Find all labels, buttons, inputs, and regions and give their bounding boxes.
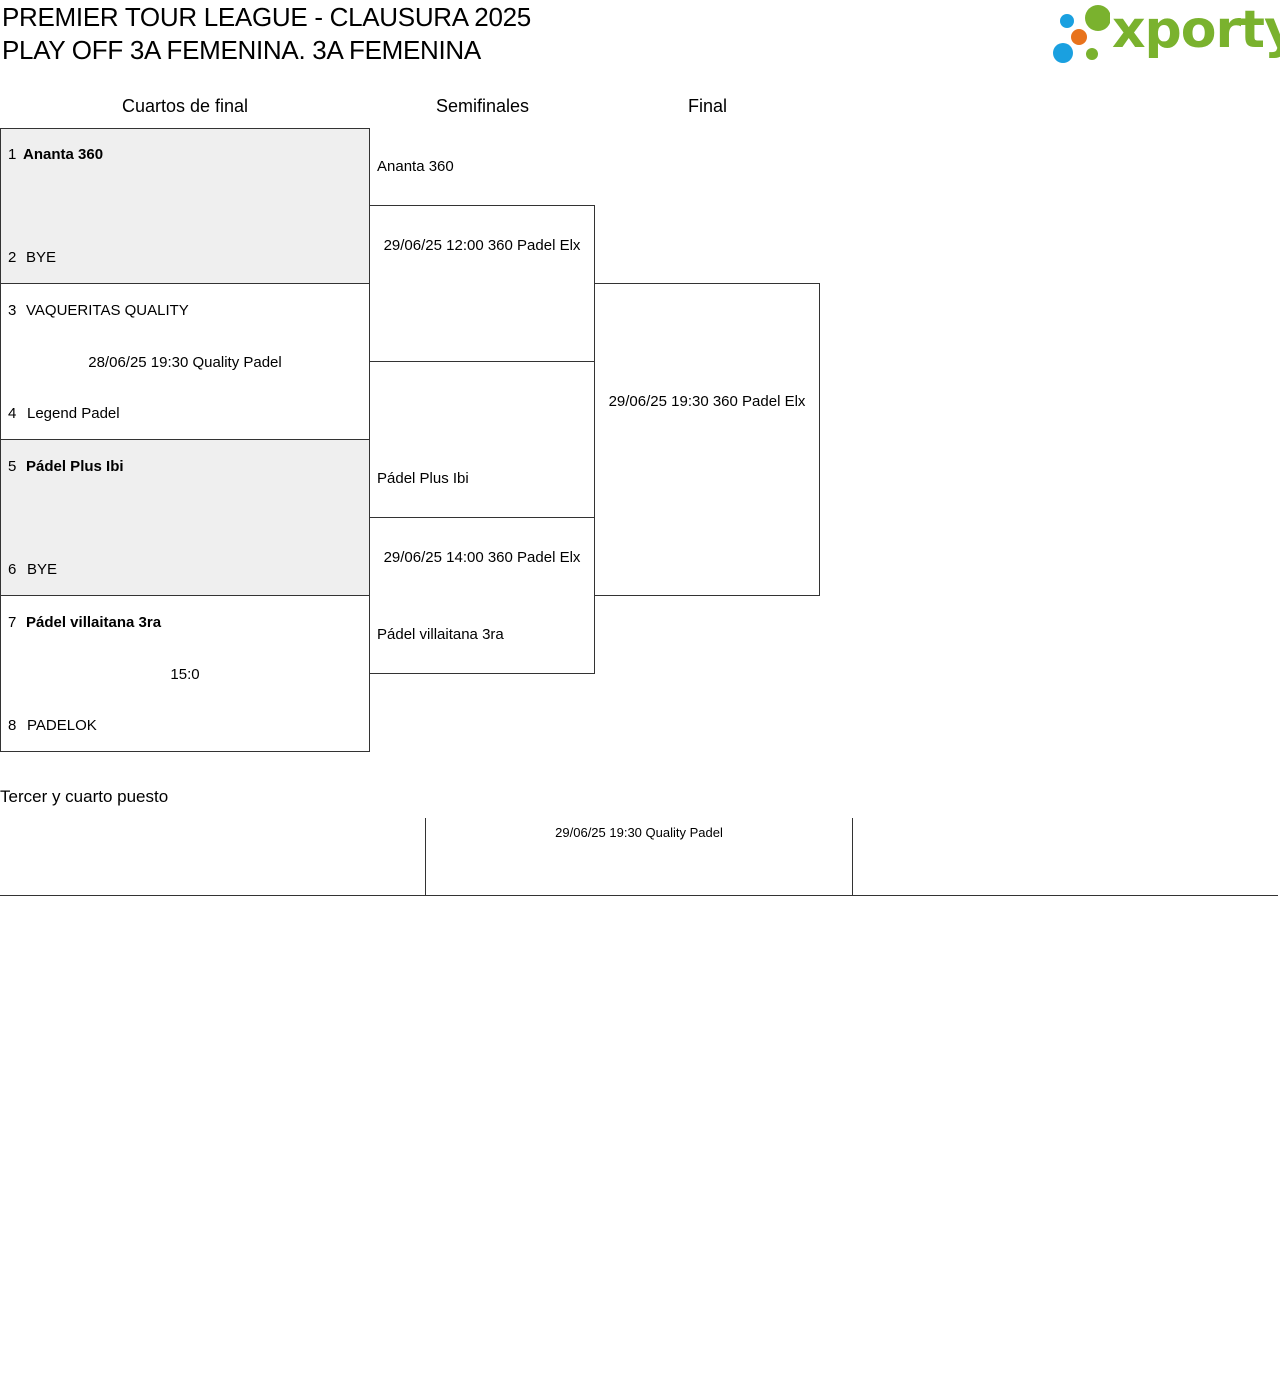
seed-number: 1: [8, 146, 17, 163]
seed-number: 7: [8, 614, 17, 631]
third-place-divider-right: [852, 818, 853, 896]
match-info: 29/06/25 14:00 360 Padel Elx: [383, 549, 581, 566]
page-subtitle: PLAY OFF 3A FEMENINA. 3A FEMENINA: [2, 35, 481, 65]
third-place-title: Tercer y cuarto puesto: [0, 787, 169, 806]
third-place-match-info: 29/06/25 19:30 Quality Padel: [555, 825, 723, 840]
seed-number: 6: [8, 561, 17, 578]
quarterfinal-match-2[interactable]: 3 VAQUERITAS QUALITY 28/06/25 19:30 Qual…: [0, 283, 370, 440]
team-name: VAQUERITAS QUALITY: [26, 302, 189, 319]
quarterfinal-match-4[interactable]: 7 Pádel villaitana 3ra 15:0 8 PADELOK: [0, 595, 370, 752]
team-name: Legend Padel: [27, 405, 120, 422]
semifinal-match-1[interactable]: 29/06/25 12:00 360 Padel Elx: [369, 205, 595, 362]
match-info: 28/06/25 19:30 Quality Padel: [88, 354, 282, 371]
team-name: PADELOK: [27, 717, 97, 734]
third-place-baseline: [0, 895, 1278, 896]
team-name: BYE: [26, 249, 57, 266]
match-score: 15:0: [170, 666, 200, 683]
team-name: Ananta 360: [23, 146, 104, 163]
xporty-logo: xporty: [1050, 0, 1280, 66]
match-info: 29/06/25 19:30 360 Padel Elx: [608, 393, 806, 410]
seed-number: 8: [8, 717, 17, 734]
final-match[interactable]: 29/06/25 19:30 360 Padel Elx: [594, 283, 820, 596]
seed-number: 3: [8, 302, 17, 319]
seed-number: 4: [8, 405, 17, 422]
round-header-quarterfinals: Cuartos de final: [121, 96, 249, 116]
round-header-final: Final: [687, 96, 727, 116]
team-name: Pádel villaitana 3ra: [26, 614, 162, 631]
quarterfinal-match-1[interactable]: 1 Ananta 360 2 BYE: [0, 128, 370, 284]
seed-number: 5: [8, 458, 17, 475]
semifinal-2-team-a: Pádel Plus Ibi: [377, 470, 469, 487]
semifinal-match-2[interactable]: 29/06/25 14:00 360 Padel Elx Pádel villa…: [369, 517, 595, 674]
team-name: Pádel Plus Ibi: [26, 458, 124, 475]
semifinal-2-team-b: Pádel villaitana 3ra: [377, 626, 504, 643]
semifinal-1-team-a: Ananta 360: [377, 158, 454, 175]
quarterfinal-match-3[interactable]: 5 Pádel Plus Ibi 6 BYE: [0, 439, 370, 596]
logo-dots-icon: [1053, 5, 1110, 63]
seed-number: 2: [8, 249, 17, 266]
match-info: 29/06/25 12:00 360 Padel Elx: [383, 237, 581, 254]
team-name: BYE: [27, 561, 58, 578]
page-title: PREMIER TOUR LEAGUE - CLAUSURA 2025: [2, 2, 531, 32]
round-header-semifinals: Semifinales: [435, 96, 530, 116]
third-place-divider-left: [425, 818, 426, 896]
logo-text: xporty: [1112, 0, 1280, 60]
